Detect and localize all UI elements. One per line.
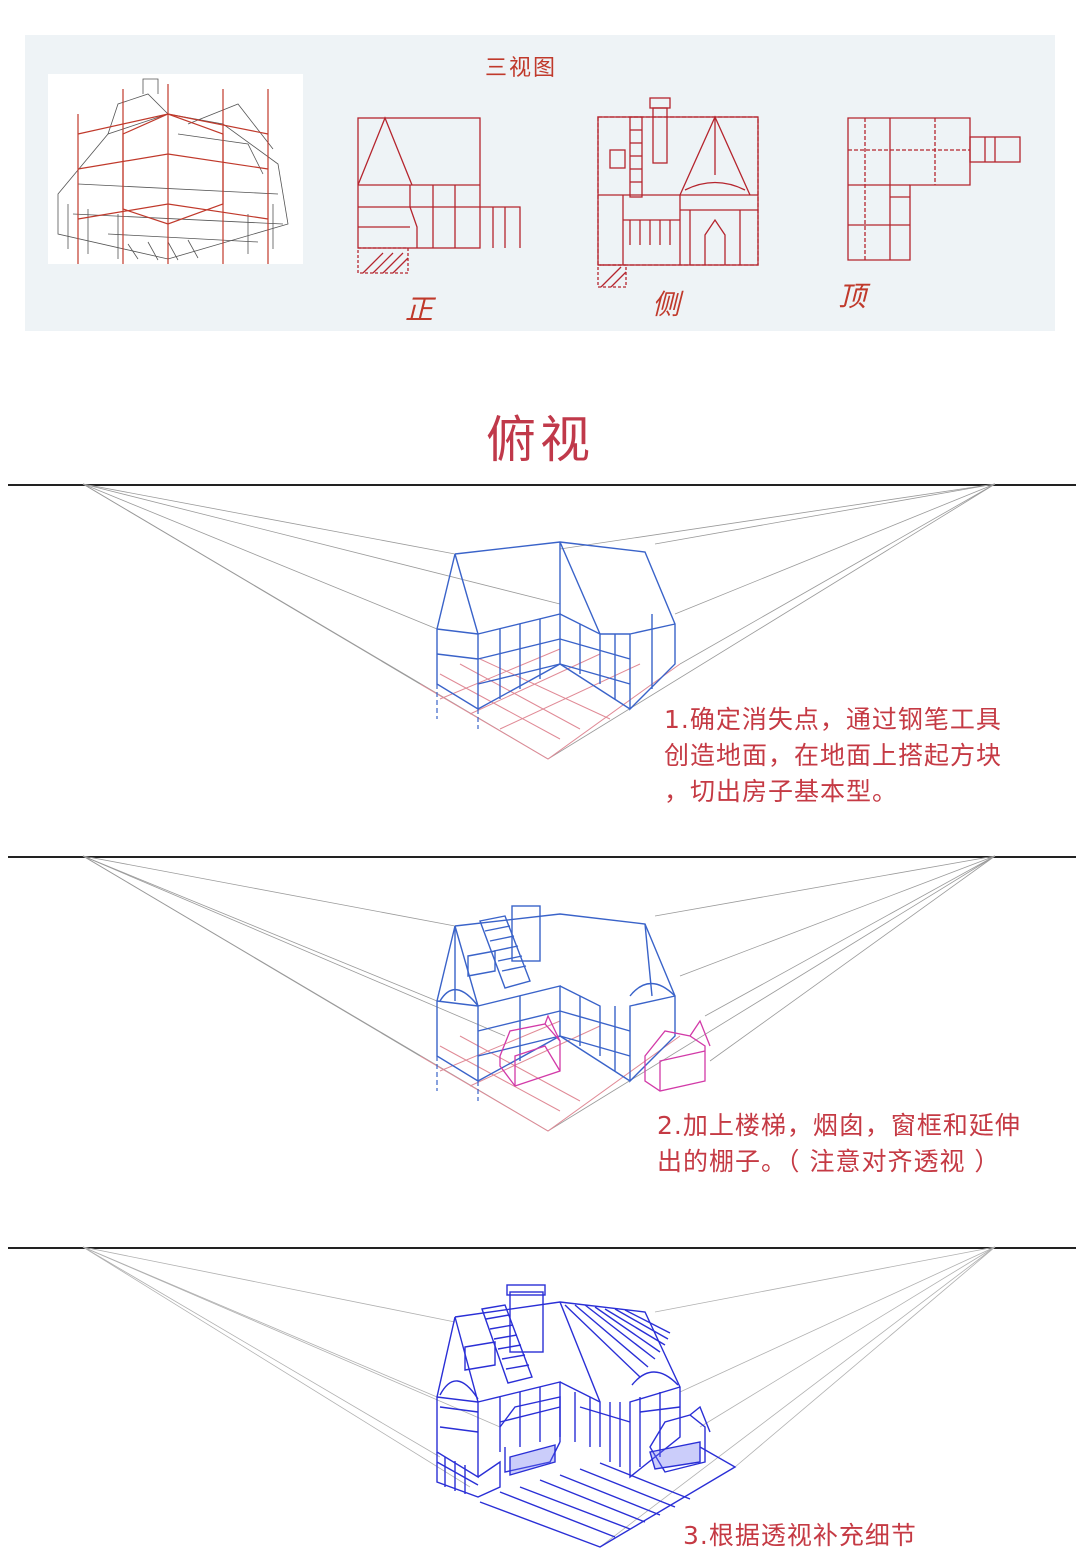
step-1-line-2: 创造地面，在地面上搭起方块 xyxy=(664,741,1003,770)
horizon-line-2 xyxy=(8,856,1076,858)
top-view-drawing xyxy=(847,117,1021,261)
step-1-line-1: 1.确定消失点，通过钢笔工具 xyxy=(664,705,1002,734)
side-view-label: 侧 xyxy=(652,288,681,321)
step-2-line-2: 出的棚子。（ 注意对齐透视 ） xyxy=(657,1147,1001,1176)
step-1-text: 1.确定消失点，通过钢笔工具 创造地面，在地面上搭起方块 ，切出房子基本型。 xyxy=(664,702,1002,810)
top-view-label: 顶 xyxy=(838,280,867,313)
step-2-text: 2.加上楼梯，烟囱，窗框和延伸 出的棚子。（ 注意对齐透视 ） xyxy=(657,1108,1021,1180)
side-view-drawing xyxy=(597,97,759,288)
step-3-text: 3.根据透视补充细节 xyxy=(683,1518,917,1554)
three-view-title: 三视图 xyxy=(485,56,558,81)
horizon-line-3 xyxy=(8,1247,1076,1249)
step-2-line-1: 2.加上楼梯，烟囱，窗框和延伸 xyxy=(657,1111,1021,1140)
reference-sketch xyxy=(48,74,303,264)
step-1-line-3: ，切出房子基本型。 xyxy=(664,777,899,806)
front-view-drawing xyxy=(357,116,521,274)
page-title: 俯视 xyxy=(486,411,594,469)
perspective-step-1 xyxy=(82,483,996,760)
horizon-line-1 xyxy=(8,484,1076,486)
front-view-label: 正 xyxy=(405,293,434,326)
perspective-step-2 xyxy=(82,855,996,1132)
step-3-line-1: 3.根据透视补充细节 xyxy=(683,1521,917,1550)
perspective-step-3 xyxy=(82,1246,996,1548)
